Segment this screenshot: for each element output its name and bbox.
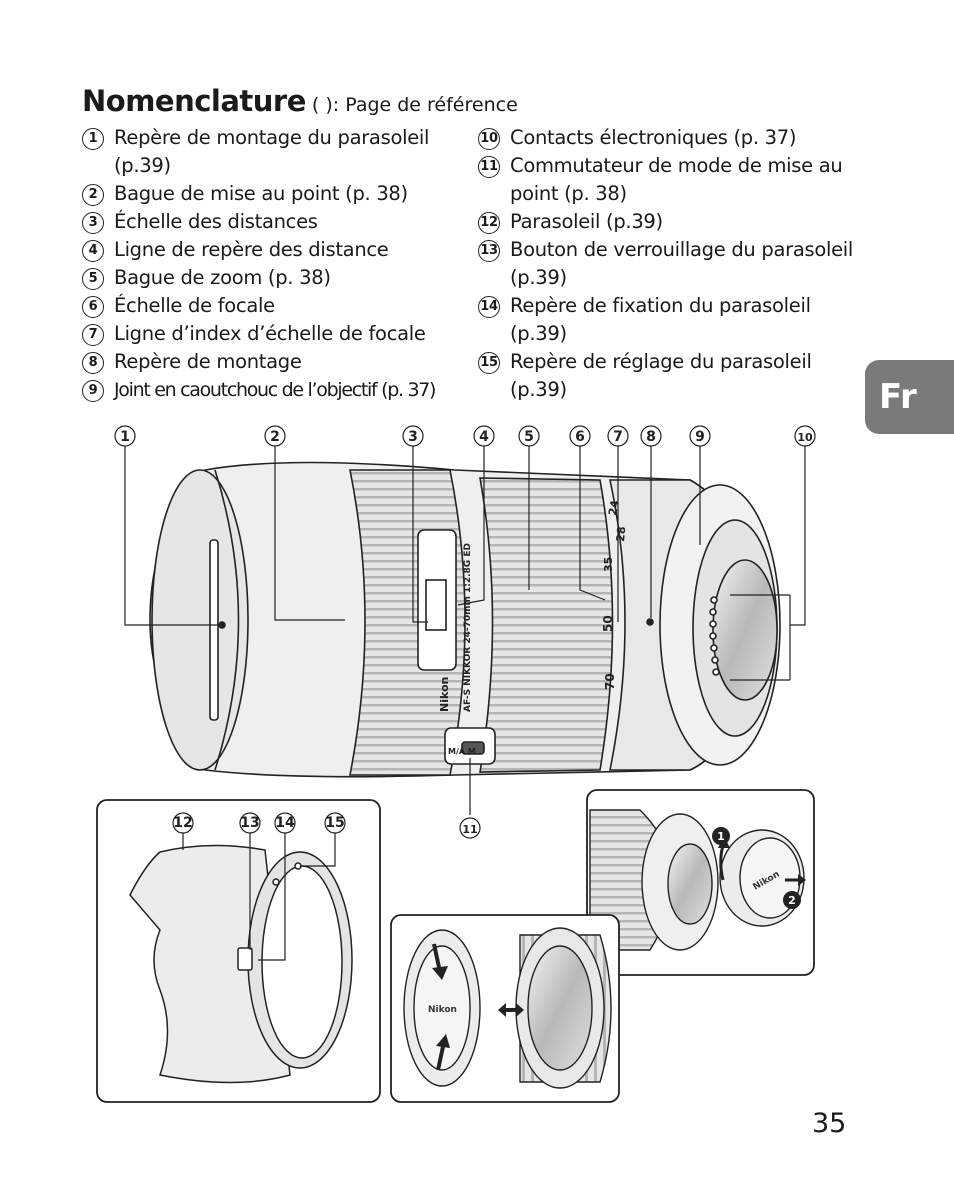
list-item: 1 Repère de montage du parasoleil (p.39): [82, 124, 462, 180]
callout-number: 4: [479, 429, 489, 445]
callout-number: 7: [613, 429, 623, 445]
list-item: 5 Bague de zoom (p. 38): [82, 264, 462, 292]
callout-number: 12: [173, 815, 192, 831]
page-number: 35: [812, 1108, 847, 1139]
item-number: 8: [82, 352, 104, 374]
item-text: Bague de zoom (p. 38): [114, 266, 331, 289]
nomenclature-list-right: 10 Contacts électroniques (p. 37) 11 Commu…: [478, 124, 858, 404]
list-item: 15 Repère de réglage du parasoleil (p.39): [478, 348, 858, 404]
hood-panel: 12 13 14 15: [96, 799, 381, 1103]
item-number: 14: [478, 296, 500, 318]
list-item: 11 Commutateur de mode de mise au point (…: [478, 152, 858, 208]
list-item: 6 Échelle de focale: [82, 292, 462, 320]
list-item: 10 Contacts électroniques (p. 37): [478, 124, 858, 152]
title-main: Nomenclature: [82, 84, 306, 118]
item-number: 6: [82, 296, 104, 318]
item-number: 10: [478, 128, 500, 150]
item-text: Échelle des distances: [114, 210, 318, 233]
callout-number: 8: [646, 429, 656, 445]
callout-number: 14: [275, 815, 295, 831]
item-number: 9: [82, 380, 104, 402]
item-number: 13: [478, 240, 500, 262]
list-item: 9 Joint en caoutchouc de l’objectif (p. 3…: [82, 376, 462, 404]
title-subtitle: ( ): Page de référence: [311, 94, 518, 116]
item-number: 5: [82, 268, 104, 290]
item-text: Échelle de focale: [114, 294, 275, 317]
switch-label: M/A M: [448, 747, 476, 756]
focal-mark: 35: [602, 557, 615, 572]
item-text: Ligne d’index d’échelle de focale: [114, 322, 426, 345]
list-item: 7 Ligne d’index d’échelle de focale: [82, 320, 462, 348]
list-item: 4 Ligne de repère des distance: [82, 236, 462, 264]
callout-number: 3: [408, 429, 418, 445]
item-text: Repère de montage du parasoleil (p.39): [114, 126, 430, 177]
item-number: 4: [82, 240, 104, 262]
item-text: Bague de mise au point (p. 38): [114, 182, 408, 205]
list-item: 12 Parasoleil (p.39): [478, 208, 858, 236]
callout-number: 10: [797, 431, 813, 444]
item-number: 15: [478, 352, 500, 374]
list-item: 3 Échelle des distances: [82, 208, 462, 236]
callout-number: 15: [325, 815, 344, 831]
lens-main-illustration: [149, 461, 781, 778]
item-number: 2: [82, 184, 104, 206]
page-title: Nomenclature( ): Page de référence: [82, 84, 518, 118]
item-number: 12: [478, 212, 500, 234]
item-number: 11: [478, 156, 500, 178]
item-text: Repère de fixation du parasoleil (p.39): [510, 294, 811, 345]
front-cap-brand: Nikon: [428, 1005, 457, 1015]
focal-mark: 50: [601, 615, 615, 632]
item-text: Joint en caoutchouc de l’objectif (p. 37…: [114, 379, 436, 401]
list-item: 2 Bague de mise au point (p. 38): [82, 180, 462, 208]
callout-number: 13: [240, 815, 259, 831]
list-item: 13 Bouton de verrouillage du parasoleil (…: [478, 236, 858, 292]
callout-number: 1: [120, 429, 130, 445]
language-tab: Fr: [865, 360, 954, 434]
item-number: 3: [82, 212, 104, 234]
callout-number: 11: [462, 823, 477, 836]
item-text: Repère de montage: [114, 350, 302, 373]
item-text: Bouton de verrouillage du parasoleil (p.…: [510, 238, 854, 289]
step-number: 2: [788, 894, 796, 907]
callout-number: 5: [524, 429, 534, 445]
focal-mark: 24: [606, 499, 622, 517]
callout-number: 6: [575, 429, 585, 445]
list-item: 14 Repère de fixation du parasoleil (p.39…: [478, 292, 858, 348]
brand-text: Nikon: [438, 677, 451, 712]
item-number: 7: [82, 324, 104, 346]
list-item: 8 Repère de montage: [82, 348, 462, 376]
callout-number: 2: [270, 429, 280, 445]
item-text: Parasoleil (p.39): [510, 210, 663, 233]
item-text: Commutateur de mode de mise au point (p.…: [510, 154, 843, 205]
item-text: Ligne de repère des distance: [114, 238, 389, 261]
item-text: Contacts électroniques (p. 37): [510, 126, 797, 149]
callout-number: 9: [695, 429, 705, 445]
item-text: Repère de réglage du parasoleil (p.39): [510, 350, 812, 401]
callouts-top: [114, 425, 816, 839]
callout-numbers-top: 1 2 3 4 5 6 7 8 9 10 11: [120, 429, 813, 836]
front-cap-panel: Nikon: [390, 914, 620, 1103]
focal-mark: 28: [614, 526, 628, 542]
item-number: 1: [82, 128, 104, 150]
step-number: 1: [717, 830, 725, 843]
focal-mark: 70: [603, 673, 617, 690]
rear-cap-panel: 1 2 Nikon: [586, 789, 815, 976]
model-text: AF-S NIKKOR 24-70mm 1:2.8G ED: [463, 543, 473, 712]
